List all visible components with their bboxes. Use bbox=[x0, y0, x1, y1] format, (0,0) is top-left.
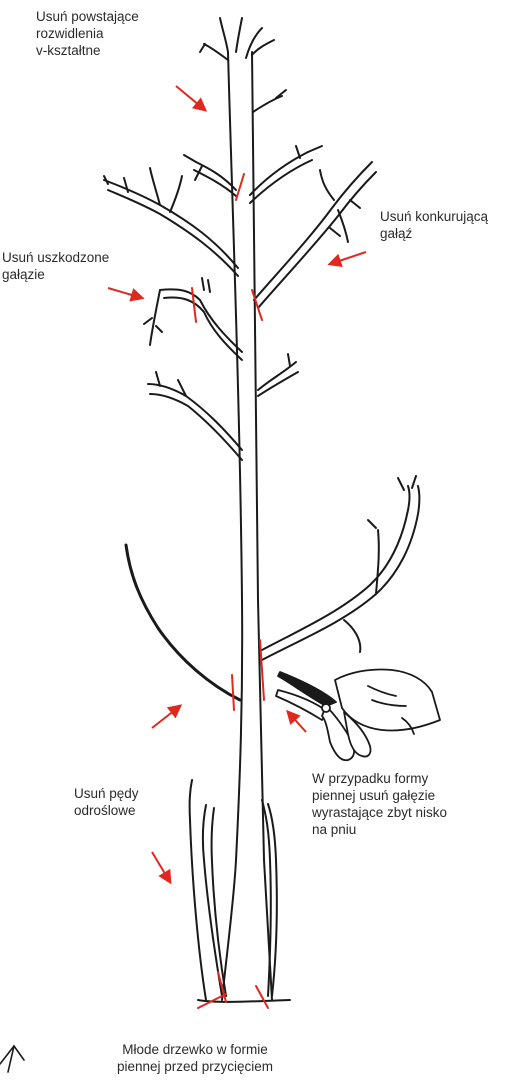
label-root-suckers: Usuń pędy odroślowe bbox=[74, 785, 194, 819]
label-top-fork: Usuń powstające rozwidlenia v-kształtne bbox=[36, 8, 206, 59]
pruning-shears-icon bbox=[276, 669, 440, 760]
middle-branches bbox=[148, 354, 298, 460]
arrow-top-fork bbox=[176, 86, 205, 110]
arrow-sucker-up bbox=[152, 706, 180, 728]
label-low-branches: W przypadku formy piennej usuń gałęzie w… bbox=[312, 770, 512, 838]
cut-mark-top bbox=[236, 174, 244, 200]
arrow-damaged-branch bbox=[108, 288, 142, 298]
cut-marks bbox=[192, 174, 268, 1008]
garden-tool-icon bbox=[0, 1046, 24, 1072]
low-right-branch bbox=[262, 476, 420, 660]
arrow-sucker-down bbox=[152, 852, 170, 882]
diagram-caption: Młode drzewko w formie piennej przed prz… bbox=[95, 1041, 295, 1075]
low-left-branch bbox=[126, 545, 240, 700]
upper-right-branches bbox=[250, 146, 376, 308]
cut-mark-base-right bbox=[256, 986, 268, 1008]
top-fork-branches bbox=[200, 18, 286, 112]
arrow-low-branches bbox=[288, 712, 306, 732]
label-damaged-branches: Usuń uszkodzone gałązie bbox=[2, 249, 152, 283]
arrows bbox=[108, 86, 366, 882]
label-competing-branch: Usuń konkurującą gałąź bbox=[380, 208, 520, 242]
cut-mark-left-low bbox=[232, 675, 234, 710]
arrow-competing-branch bbox=[330, 252, 366, 264]
